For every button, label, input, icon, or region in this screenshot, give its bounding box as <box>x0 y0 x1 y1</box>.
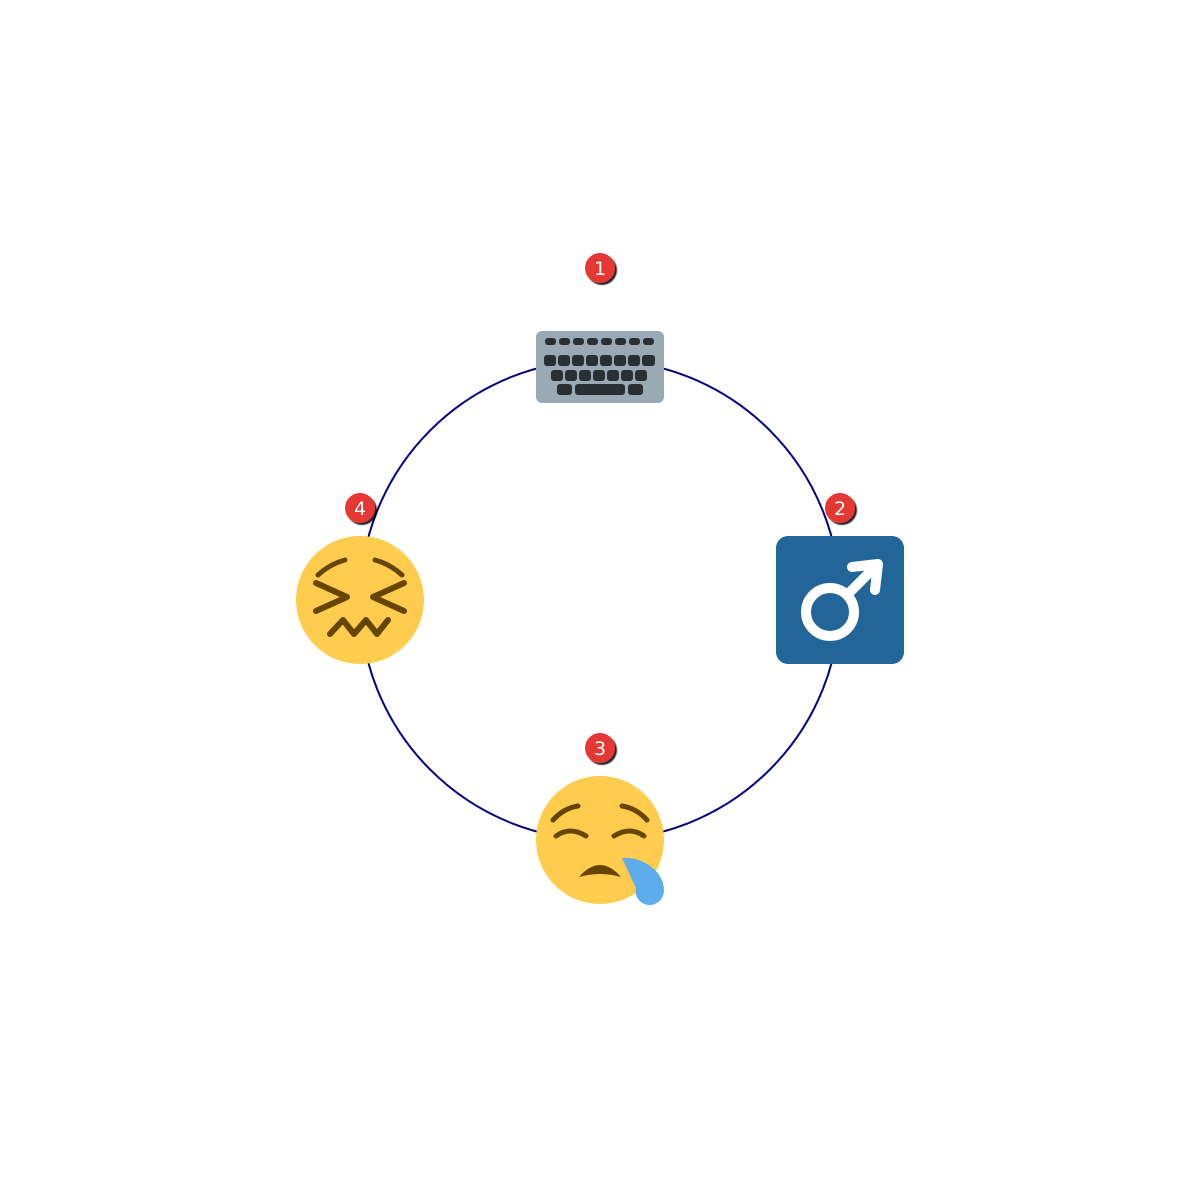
node-badge-label: 3 <box>594 738 606 760</box>
node-badge <box>585 733 615 763</box>
node-badge-label: 1 <box>594 258 606 280</box>
node-2: 2 <box>776 493 904 664</box>
node-4: 4 <box>296 493 424 664</box>
male-sign-icon <box>776 536 904 664</box>
confounded-face-icon <box>296 536 424 664</box>
node-1: 1 <box>536 253 664 403</box>
node-badge-label: 2 <box>834 498 846 520</box>
node-3: 3 <box>536 733 664 905</box>
sleepy-face-icon <box>536 776 664 905</box>
node-badge-label: 4 <box>354 498 366 520</box>
cycle-ring <box>359 359 841 841</box>
node-badge <box>825 493 855 523</box>
keyboard-icon <box>536 331 664 403</box>
node-badge <box>585 253 615 283</box>
node-badge <box>345 493 375 523</box>
